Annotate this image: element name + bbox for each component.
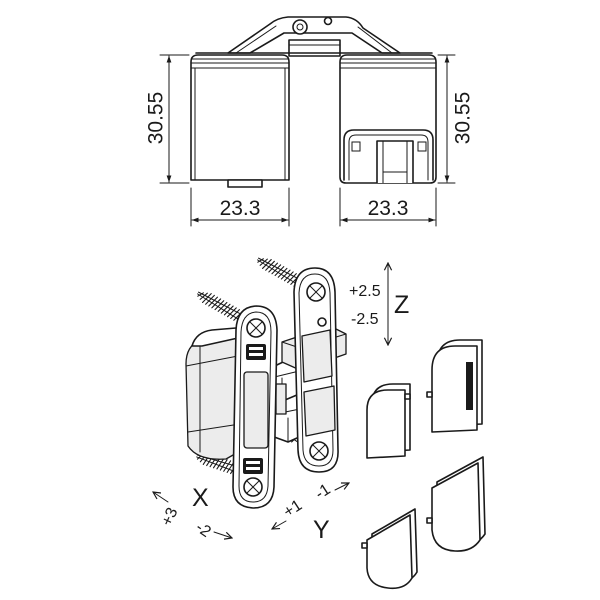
z-minus-label: -2.5	[351, 311, 379, 328]
dimension-width-front: 23.3	[190, 187, 290, 227]
cover-cap	[366, 383, 411, 459]
cover-cap	[361, 508, 418, 590]
x-plus-arrow	[153, 492, 169, 503]
pivot-pin	[292, 19, 308, 35]
y-minus-arrow	[334, 483, 349, 491]
y-plus-arrow	[272, 520, 287, 529]
y-axis-label: Y	[313, 516, 330, 544]
cover-cap	[426, 339, 483, 433]
screw-left-top	[197, 291, 244, 322]
dimension-width-side: 23.3	[339, 187, 437, 227]
x-plus-label: +3	[158, 505, 181, 529]
x-minus-arrow	[213, 531, 232, 538]
cap-brand-logo	[466, 362, 473, 410]
dimension-height-side: 30.55	[437, 54, 475, 184]
hinge-isometric	[185, 267, 347, 509]
brand-plate-logo	[246, 344, 266, 360]
x-axis-indicator: X +3 -2	[153, 484, 232, 541]
y-axis-indicator: Y +1 -1	[272, 481, 349, 544]
center-pin	[275, 383, 287, 415]
z-plus-label: +2.5	[349, 283, 381, 300]
hinge-front-view	[190, 54, 290, 188]
dimension-height-front: 30.55	[145, 54, 190, 184]
screw-head-icon	[309, 441, 329, 461]
cover-cap	[426, 456, 486, 552]
x-axis-label: X	[192, 484, 209, 512]
hinge-side-view	[339, 54, 437, 184]
z-axis-label: Z	[394, 291, 409, 319]
screw-head-icon	[246, 318, 266, 338]
height-label-front: 30.55	[145, 92, 168, 145]
adjustment-screw-icon	[317, 317, 327, 327]
y-minus-label: -1	[312, 481, 333, 503]
brand-plate-logo	[243, 458, 263, 474]
screw-head-icon	[243, 477, 263, 497]
z-axis-indicator: +2.5 Z -2.5	[349, 263, 409, 345]
hinge-arm	[195, 16, 433, 57]
x-minus-label: -2	[192, 519, 213, 541]
screw-head-icon	[306, 282, 326, 302]
width-label-side: 23.3	[368, 197, 409, 220]
height-label-side: 30.55	[452, 92, 475, 145]
bottom-tab	[227, 179, 263, 188]
y-plus-label: +1	[281, 497, 306, 521]
side-pocket	[343, 129, 434, 181]
width-label-front: 23.3	[220, 197, 261, 220]
